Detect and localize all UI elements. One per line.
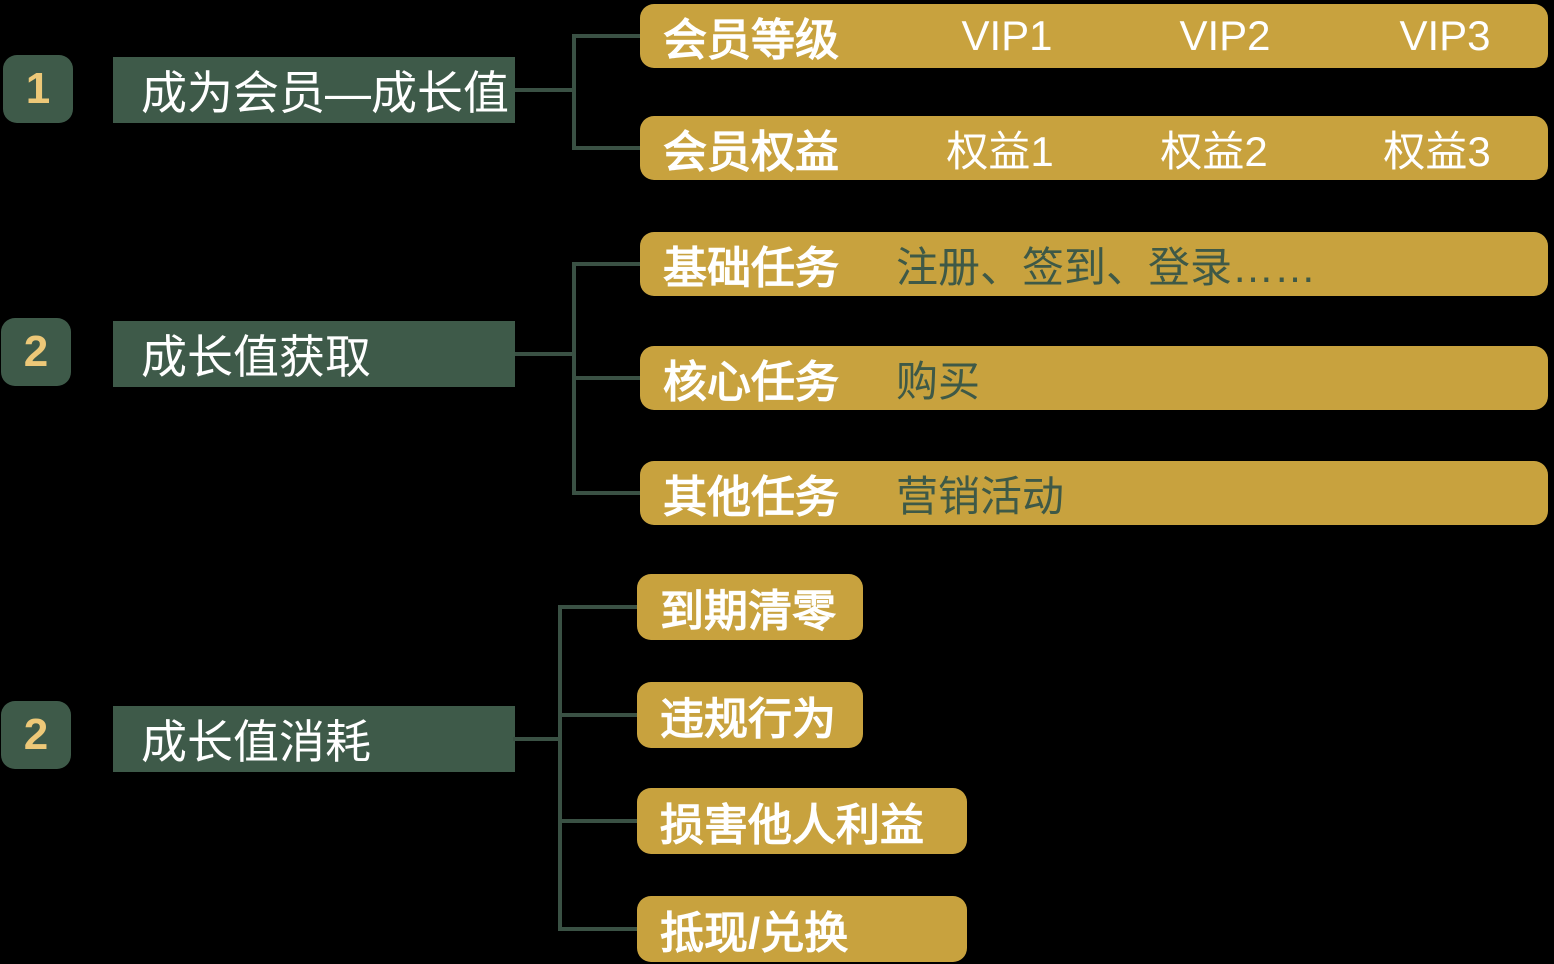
node-violation-label: 违规行为 xyxy=(660,695,836,744)
section-3-number-badge: 2 xyxy=(1,701,71,769)
connector-section1-stub xyxy=(515,88,576,92)
node-member-level-label: 会员等级 xyxy=(663,16,839,65)
node-member-benefits: 会员权益 权益1 权益2 权益3 xyxy=(640,116,1548,180)
node-member-benefits-3: 权益3 xyxy=(1383,127,1491,175)
connector-section3-stub xyxy=(513,737,562,741)
connector-section2-branch-1 xyxy=(572,262,640,266)
connector-section2-branch-3 xyxy=(572,491,640,495)
node-expire-reset: 到期清零 xyxy=(637,574,863,640)
node-member-level-vip2: VIP2 xyxy=(1179,12,1271,59)
node-member-level-vip3: VIP3 xyxy=(1399,12,1491,59)
section-3-title-box: 成长值消耗 xyxy=(113,706,515,772)
node-core-tasks-label: 核心任务 xyxy=(663,358,839,407)
node-harm-others-label: 损害他人利益 xyxy=(660,801,924,850)
connector-section3-branch-1 xyxy=(558,605,637,609)
connector-section1-trunk xyxy=(572,34,576,150)
connector-section3-branch-2 xyxy=(558,713,637,717)
section-1-title-box: 成为会员—成长值 xyxy=(113,57,515,123)
connector-section3-branch-3 xyxy=(558,819,637,823)
node-harm-others: 损害他人利益 xyxy=(637,788,967,854)
node-other-tasks-label: 其他任务 xyxy=(663,473,839,522)
node-member-benefits-1: 权益1 xyxy=(946,127,1054,175)
node-cash-exchange: 抵现/兑换 xyxy=(637,896,967,962)
node-other-tasks-desc: 营销活动 xyxy=(896,472,1065,520)
section-2-title: 成长值获取 xyxy=(141,331,371,383)
node-member-level-vip1: VIP1 xyxy=(961,12,1053,59)
section-1-number-badge: 1 xyxy=(3,55,73,123)
node-expire-reset-label: 到期清零 xyxy=(660,587,836,636)
connector-section2-stub xyxy=(515,352,576,356)
node-cash-exchange-label: 抵现/兑换 xyxy=(660,909,849,958)
section-3-title: 成长值消耗 xyxy=(141,716,371,768)
node-other-tasks: 其他任务 营销活动 xyxy=(640,461,1548,525)
node-member-benefits-label: 会员权益 xyxy=(663,128,839,177)
node-basic-tasks: 基础任务 注册、签到、登录…… xyxy=(640,232,1548,296)
node-basic-tasks-label: 基础任务 xyxy=(663,244,839,293)
node-member-benefits-2: 权益2 xyxy=(1160,127,1268,175)
connector-section1-branch-1 xyxy=(572,34,640,38)
node-member-level: 会员等级 VIP1 VIP2 VIP3 xyxy=(640,4,1548,68)
node-core-tasks-desc: 购买 xyxy=(896,357,981,405)
connector-section1-branch-2 xyxy=(572,146,640,150)
section-1-title: 成为会员—成长值 xyxy=(141,67,509,119)
node-violation: 违规行为 xyxy=(637,682,863,748)
node-core-tasks: 核心任务 购买 xyxy=(640,346,1548,410)
connector-section2-branch-2 xyxy=(572,376,640,380)
node-basic-tasks-desc: 注册、签到、登录…… xyxy=(896,243,1317,291)
section-2-title-box: 成长值获取 xyxy=(113,321,515,387)
connector-section3-branch-4 xyxy=(558,927,637,931)
connector-section3-trunk xyxy=(558,605,562,931)
section-2-number-badge: 2 xyxy=(1,318,71,386)
